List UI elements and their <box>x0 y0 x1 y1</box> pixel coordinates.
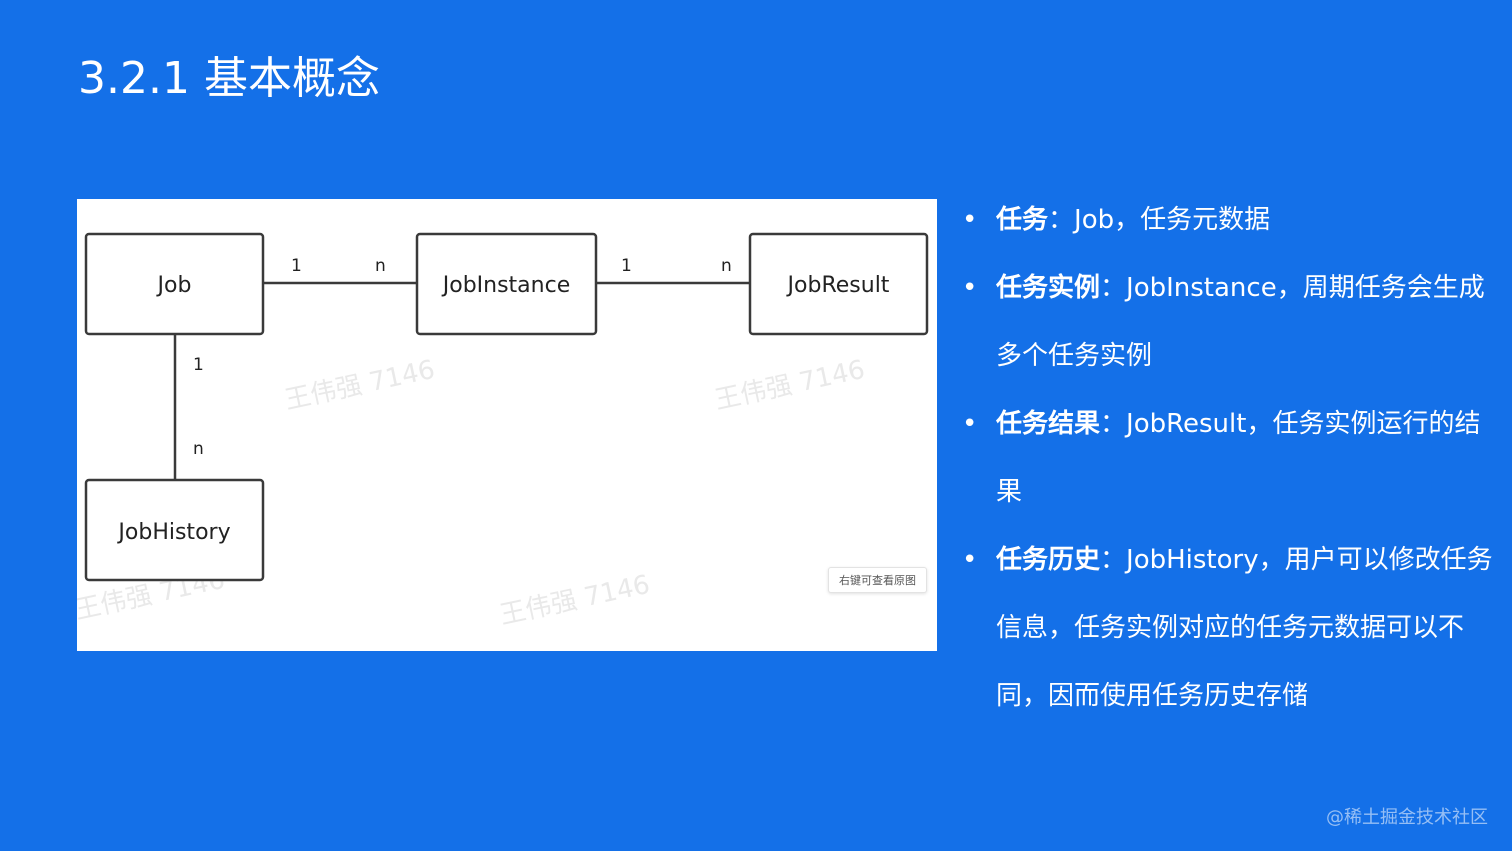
term-separator: ： <box>1100 273 1127 303</box>
concept-description: Job，任务元数据 <box>1074 205 1271 235</box>
concept-description: JobInstance，周期任务会生成多个任务实例 <box>996 273 1485 371</box>
concept-description: JobResult，任务实例运行的结果 <box>996 409 1481 507</box>
cardinality-label: 1 <box>621 256 632 276</box>
concept-term: 任务结果 <box>996 409 1101 439</box>
cardinality-label: n <box>375 256 386 276</box>
bullet-dot-icon: • <box>962 545 978 575</box>
concept-list: • 任务：Job，任务元数据 • 任务实例：JobInstance，周期任务会生… <box>962 186 1502 730</box>
bullet-dot-icon: • <box>962 273 978 303</box>
entity-job-instance: JobInstance <box>415 232 598 336</box>
entity-label: Job <box>156 273 192 298</box>
cardinality-label: n <box>193 439 204 459</box>
list-item: • 任务实例：JobInstance，周期任务会生成多个任务实例 <box>962 254 1502 390</box>
er-diagram: 王伟强 7146 王伟强 7146 王伟强 7146 王伟强 7146 1 n … <box>77 232 929 631</box>
list-item: • 任务结果：JobResult，任务实例运行的结果 <box>962 390 1502 526</box>
concept-term: 任务历史 <box>996 545 1101 575</box>
term-separator: ： <box>1048 205 1075 235</box>
watermark: 王伟强 7146 <box>497 570 652 631</box>
bullet-dot-icon: • <box>962 409 978 439</box>
entity-job-result: JobResult <box>748 232 929 336</box>
cardinality-label: 1 <box>291 256 302 276</box>
bullet-dot-icon: • <box>962 205 978 235</box>
entity-label: JobHistory <box>116 520 230 545</box>
entity-label: JobResult <box>786 273 890 298</box>
view-original-hint[interactable]: 右键可查看原图 <box>828 567 927 593</box>
watermark: 王伟强 7146 <box>282 355 437 416</box>
slide-title: 3.2.1 基本概念 <box>78 53 380 104</box>
cardinality-label: n <box>721 256 732 276</box>
term-separator: ： <box>1100 545 1127 575</box>
concept-description: JobHistory，用户可以修改任务信息，任务实例对应的任务元数据可以不同，因… <box>996 545 1493 711</box>
cardinality-label: 1 <box>193 355 204 375</box>
diagram-panel: 王伟强 7146 王伟强 7146 王伟强 7146 王伟强 7146 1 n … <box>77 199 937 651</box>
watermark: 王伟强 7146 <box>712 355 867 416</box>
entity-job: Job <box>84 232 265 336</box>
concept-term: 任务 <box>996 205 1049 235</box>
entity-label: JobInstance <box>441 273 571 298</box>
list-item: • 任务：Job，任务元数据 <box>962 186 1502 254</box>
concept-term: 任务实例 <box>996 273 1101 303</box>
term-separator: ： <box>1100 409 1127 439</box>
list-item: • 任务历史：JobHistory，用户可以修改任务信息，任务实例对应的任务元数… <box>962 526 1502 730</box>
entity-job-history: JobHistory <box>84 478 265 582</box>
footer-credit: @稀土掘金技术社区 <box>1326 807 1488 828</box>
